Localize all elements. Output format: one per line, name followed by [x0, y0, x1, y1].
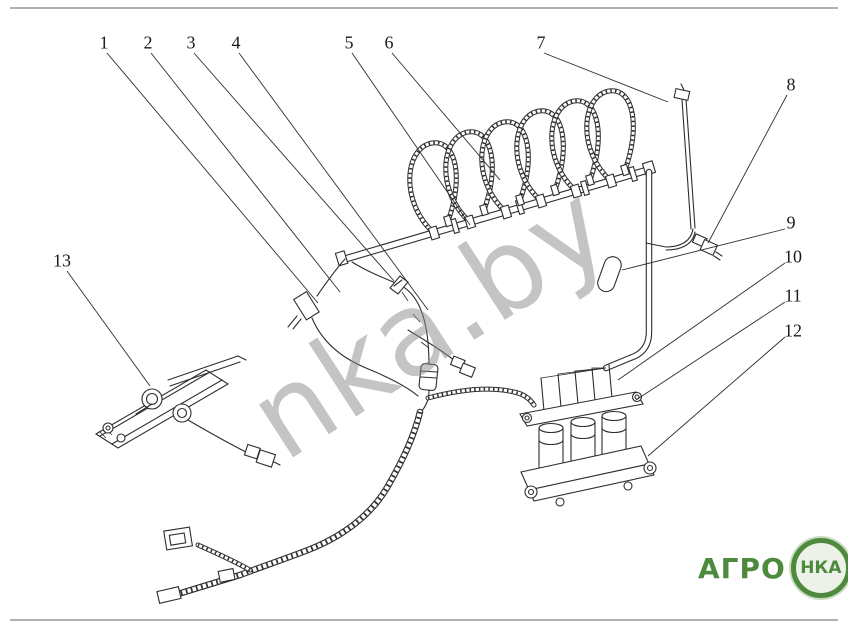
leader-lines: [66, 52, 788, 457]
connector-8: [691, 233, 723, 261]
callout-8: 8: [786, 74, 796, 95]
callout-7: 7: [536, 32, 546, 53]
right-down-tube: [540, 172, 649, 379]
callout-5: 5: [344, 32, 354, 53]
callout-11: 11: [784, 285, 802, 306]
logo-badge-text: НКА: [800, 558, 842, 578]
logo-badge-circle: НКА: [790, 538, 848, 598]
spark-plug-cables: [410, 91, 634, 241]
left-bracket-assembly: [94, 355, 281, 468]
left-cables: [287, 258, 477, 413]
ignition-rod: [645, 83, 696, 251]
logo-text: АГРО: [698, 551, 786, 585]
callout-10: 10: [784, 246, 802, 267]
frame-lines: [10, 7, 838, 621]
branch-square-connector: [163, 526, 194, 551]
callout-12: 12: [784, 320, 802, 341]
callout-13: 13: [53, 250, 71, 271]
callout-9: 9: [786, 212, 796, 233]
coil-pack: [519, 364, 657, 507]
callout-4: 4: [231, 32, 241, 53]
callout-2: 2: [143, 32, 153, 53]
harness-snake: [156, 389, 534, 604]
bushing-9: [597, 256, 622, 293]
callout-1: 1: [99, 32, 109, 53]
callout-3: 3: [186, 32, 196, 53]
callout-6: 6: [384, 32, 394, 53]
brand-logo: АГРО НКА: [698, 538, 848, 598]
cable-rail: [334, 160, 657, 267]
